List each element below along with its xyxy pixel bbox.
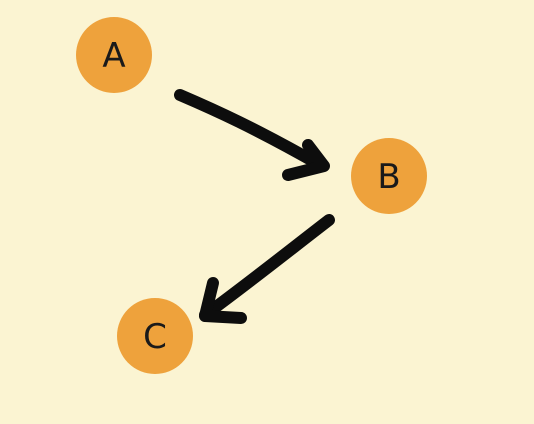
node-a-label: A [102, 36, 125, 76]
node-c: C [117, 298, 193, 374]
node-a: A [76, 17, 152, 93]
edge-b-to-c-arrowhead [199, 277, 247, 324]
node-c-label: C [143, 317, 167, 357]
node-b: B [351, 138, 427, 214]
node-b-label: B [377, 157, 400, 197]
node-a-circle [76, 17, 152, 93]
edge-a-to-b-line [174, 89, 326, 171]
edge-b-to-c [199, 214, 335, 324]
edge-b-to-c-line [199, 214, 335, 321]
edge-a-to-b [174, 89, 330, 181]
node-c-circle [117, 298, 193, 374]
node-b-circle [351, 138, 427, 214]
edge-a-to-b-arrowhead [282, 139, 330, 181]
